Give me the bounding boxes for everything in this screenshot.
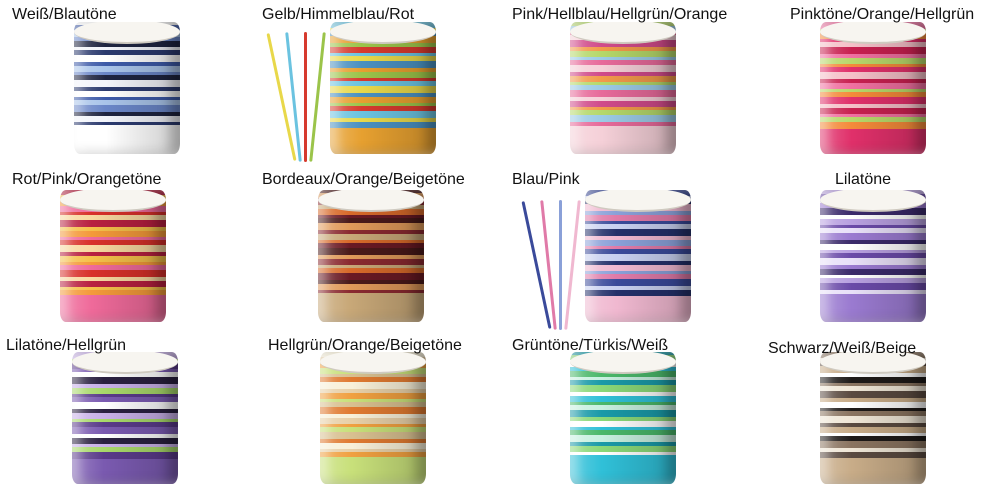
product-label: Weiß/Blautöne <box>12 6 117 23</box>
product-label: Pinktöne/Orange/Hellgrün <box>790 6 975 23</box>
loose-ribbon-strand <box>285 32 302 162</box>
ribbon-spool-image[interactable] <box>570 22 676 154</box>
ribbon-spool-image[interactable] <box>330 22 436 154</box>
spool-top <box>820 22 926 44</box>
ribbon-spool-image[interactable] <box>60 190 166 322</box>
loose-ribbon-strand <box>304 32 307 162</box>
ribbon-spool-image[interactable] <box>318 190 424 322</box>
product-label: Grüntöne/Türkis/Weiß <box>512 337 669 354</box>
loose-ribbon-strand <box>559 200 562 330</box>
product-label: Gelb/Himmelblau/Rot <box>262 6 415 23</box>
spool-top <box>585 190 691 212</box>
spool-top <box>570 22 676 44</box>
ribbon-spool-image[interactable] <box>820 22 926 154</box>
product-label: Blau/Pink <box>512 171 580 188</box>
ribbon-spool-image[interactable] <box>320 352 426 484</box>
ribbon-spool-image[interactable] <box>74 22 180 154</box>
ribbon-spool-image[interactable] <box>570 352 676 484</box>
product-label: Lilatöne/Hellgrün <box>6 337 127 354</box>
product-label: Rot/Pink/Orangetöne <box>12 171 162 188</box>
loose-ribbon-strand <box>540 200 557 330</box>
spool-top <box>60 190 166 212</box>
ribbon-spool-image[interactable] <box>72 352 178 484</box>
product-label: Lilatöne <box>835 171 892 188</box>
ribbon-spool-image[interactable] <box>820 190 926 322</box>
product-label: Schwarz/Weiß/Beige <box>768 340 917 357</box>
ribbon-spool-image[interactable] <box>585 190 691 322</box>
spool-top <box>318 190 424 212</box>
spool-top <box>74 22 180 44</box>
spool-top <box>820 190 926 212</box>
product-label: Pink/Hellblau/Hellgrün/Orange <box>512 6 728 23</box>
product-label: Bordeaux/Orange/Beigetöne <box>262 171 465 188</box>
loose-ribbon-strand <box>309 32 326 162</box>
product-label: Hellgrün/Orange/Beigetöne <box>268 337 462 354</box>
spool-top <box>570 352 676 374</box>
ribbon-spool-image[interactable] <box>820 352 926 484</box>
spool-top <box>820 352 926 374</box>
spool-top <box>72 352 178 374</box>
spool-top <box>320 352 426 374</box>
loose-ribbon-strand <box>564 200 581 330</box>
spool-top <box>330 22 436 44</box>
